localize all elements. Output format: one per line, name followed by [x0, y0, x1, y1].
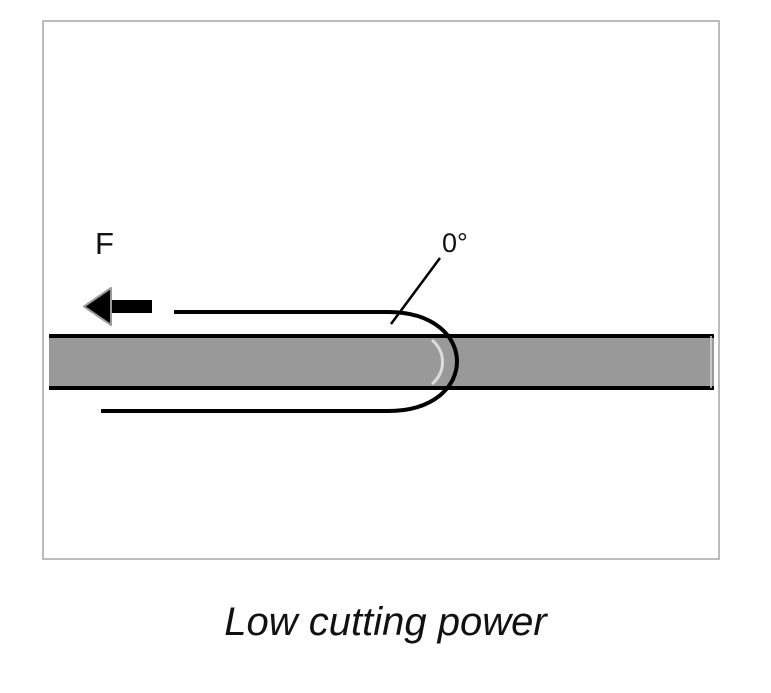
blade-tip-highlight	[430, 338, 444, 386]
arrow-left-icon	[83, 287, 152, 326]
angle-leader-line	[389, 257, 442, 325]
force-label: F	[95, 226, 114, 261]
angle-label: 0°	[442, 228, 468, 258]
workpiece-strip	[49, 334, 714, 390]
diagram-frame	[42, 20, 720, 560]
blade-outline	[101, 310, 459, 413]
caption: Low cutting power	[224, 600, 547, 644]
